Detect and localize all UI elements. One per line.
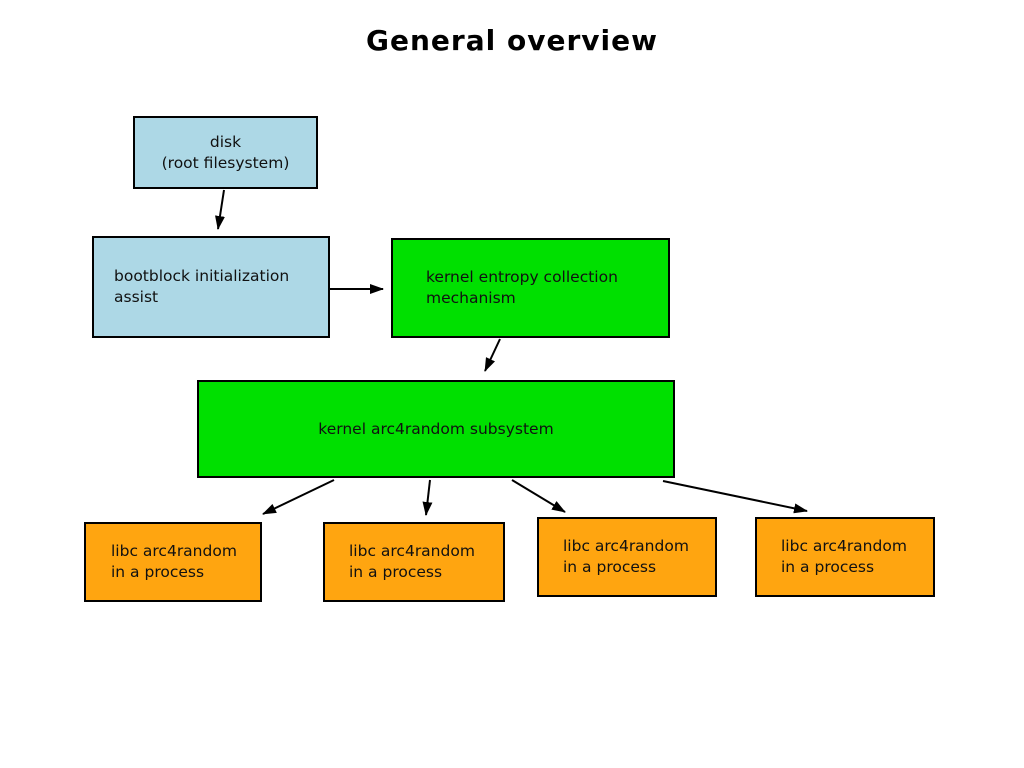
node-bootblock-initialization-assist: bootblock initialization assist: [92, 236, 330, 338]
node-libc-arc4random-process-2: libc arc4random in a process: [323, 522, 505, 602]
node-disk: disk (root filesystem): [133, 116, 318, 189]
node-libc-arc4random-process-4: libc arc4random in a process: [755, 517, 935, 597]
edge-entropy-to-arc4: [484, 338, 501, 372]
edge-disk-to-bootblock: [215, 189, 225, 230]
node-libc-arc4random-process-1: libc arc4random in a process: [84, 522, 262, 602]
node-kernel-entropy-collection-mechanism: kernel entropy collection mechanism: [391, 238, 670, 338]
edge-arc4-to-libc3: [511, 479, 566, 513]
edge-arc4-to-libc2: [422, 479, 433, 516]
edge-arc4-to-libc4: [662, 480, 808, 514]
node-libc-arc4random-process-3: libc arc4random in a process: [537, 517, 717, 597]
node-kernel-arc4random-subsystem: kernel arc4random subsystem: [197, 380, 675, 478]
diagram-title: General overview: [366, 24, 658, 57]
edge-arc4-to-libc1: [262, 479, 335, 515]
